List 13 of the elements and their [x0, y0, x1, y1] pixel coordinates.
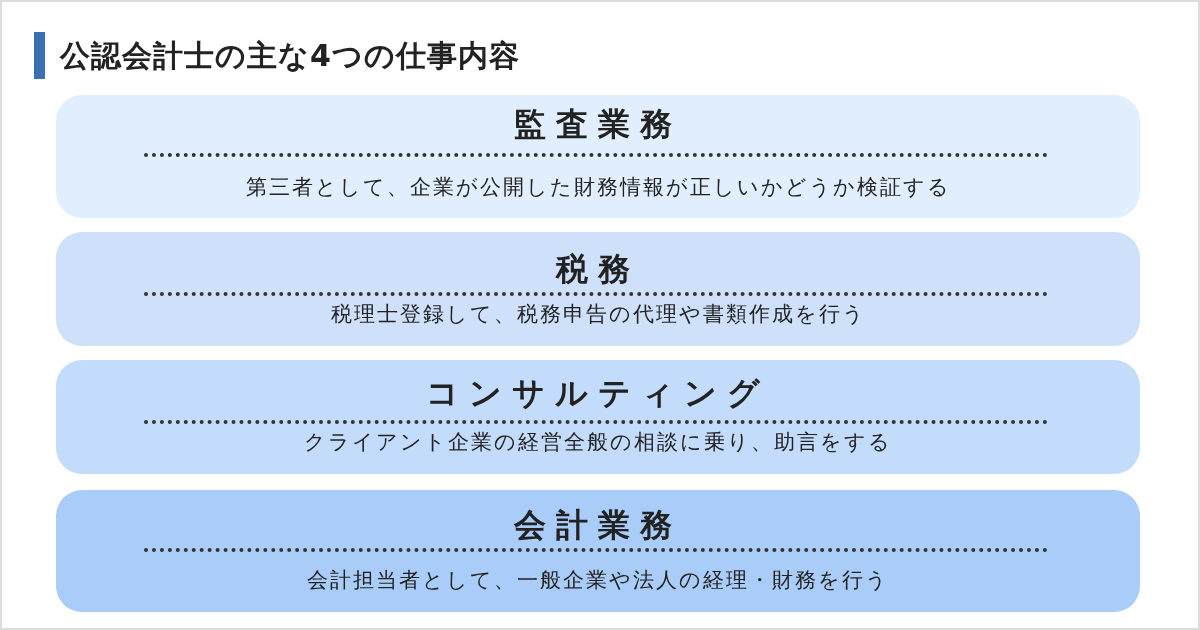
card-heading: コンサルティング — [426, 373, 770, 414]
card-description: 会計担当者として、一般企業や法人の経理・財務を行う — [307, 567, 889, 594]
category-card — [56, 95, 1140, 218]
card-heading: 税務 — [556, 249, 640, 290]
category-card — [56, 360, 1140, 474]
diagram-title: 公認会計士の主な4つの仕事内容 — [60, 37, 520, 75]
category-card — [56, 232, 1140, 346]
card-heading: 会計業務 — [514, 505, 682, 546]
card-description: クライアント企業の経営全般の相談に乗り、助言をする — [304, 429, 892, 456]
card-description: 税理士登録して、税務申告の代理や書類作成を行う — [330, 301, 866, 328]
card-heading: 監査業務 — [514, 104, 682, 145]
card-description: 第三者として、企業が公開した財務情報が正しいかどうか検証する — [245, 174, 951, 201]
category-card — [56, 490, 1140, 612]
